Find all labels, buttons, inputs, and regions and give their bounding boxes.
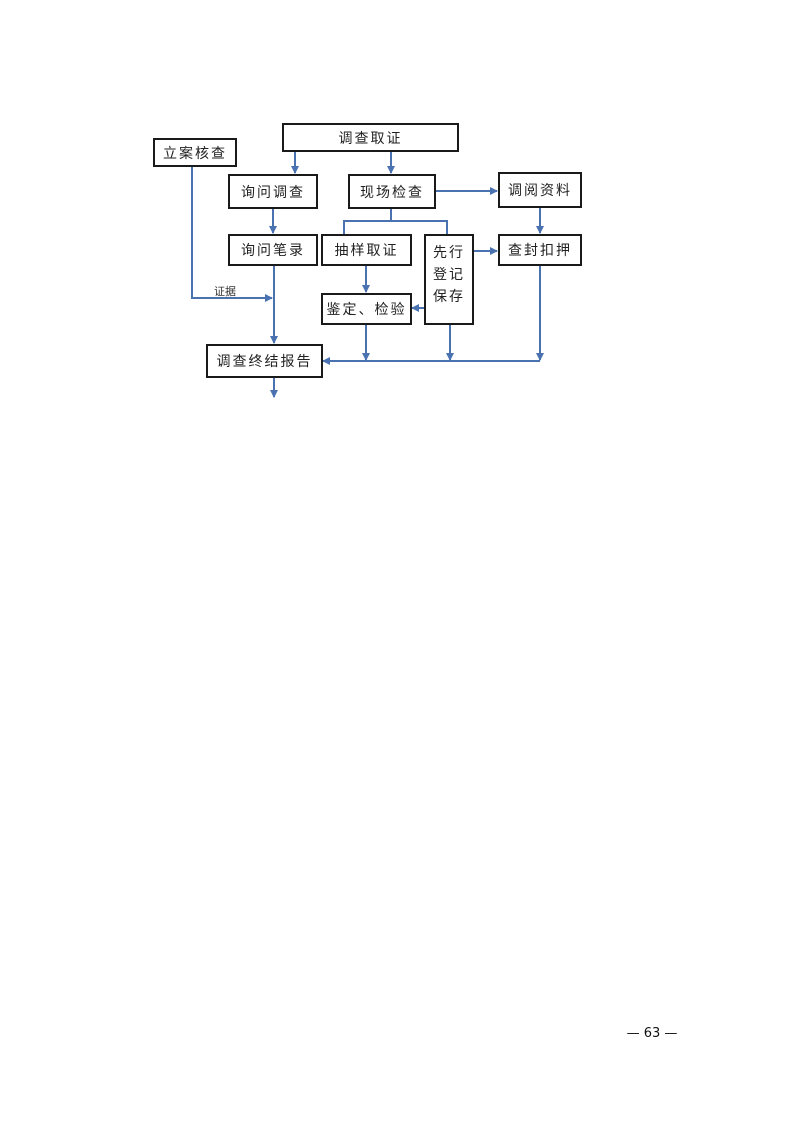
node-case-review: 立案核查 [153, 138, 237, 167]
node-final-report: 调查终结报告 [206, 344, 323, 378]
node-investigation: 调查取证 [282, 123, 459, 152]
page-number: — 63 — [626, 1026, 678, 1041]
node-site-inspection: 现场检查 [348, 174, 436, 209]
node-preservation: 先行登记保存 [424, 234, 474, 325]
node-inquiry: 询问调查 [228, 174, 318, 209]
node-records-review: 调阅资料 [498, 172, 582, 208]
arrow-case-review-evidence [191, 166, 273, 302]
node-inquiry-transcript: 询问笔录 [228, 234, 318, 266]
node-appraisal: 鉴定、检验 [321, 293, 412, 325]
node-sampling: 抽样取证 [321, 234, 412, 266]
node-seizure: 查封扣押 [498, 234, 582, 266]
edge-label-evidence: 证据 [214, 285, 236, 298]
